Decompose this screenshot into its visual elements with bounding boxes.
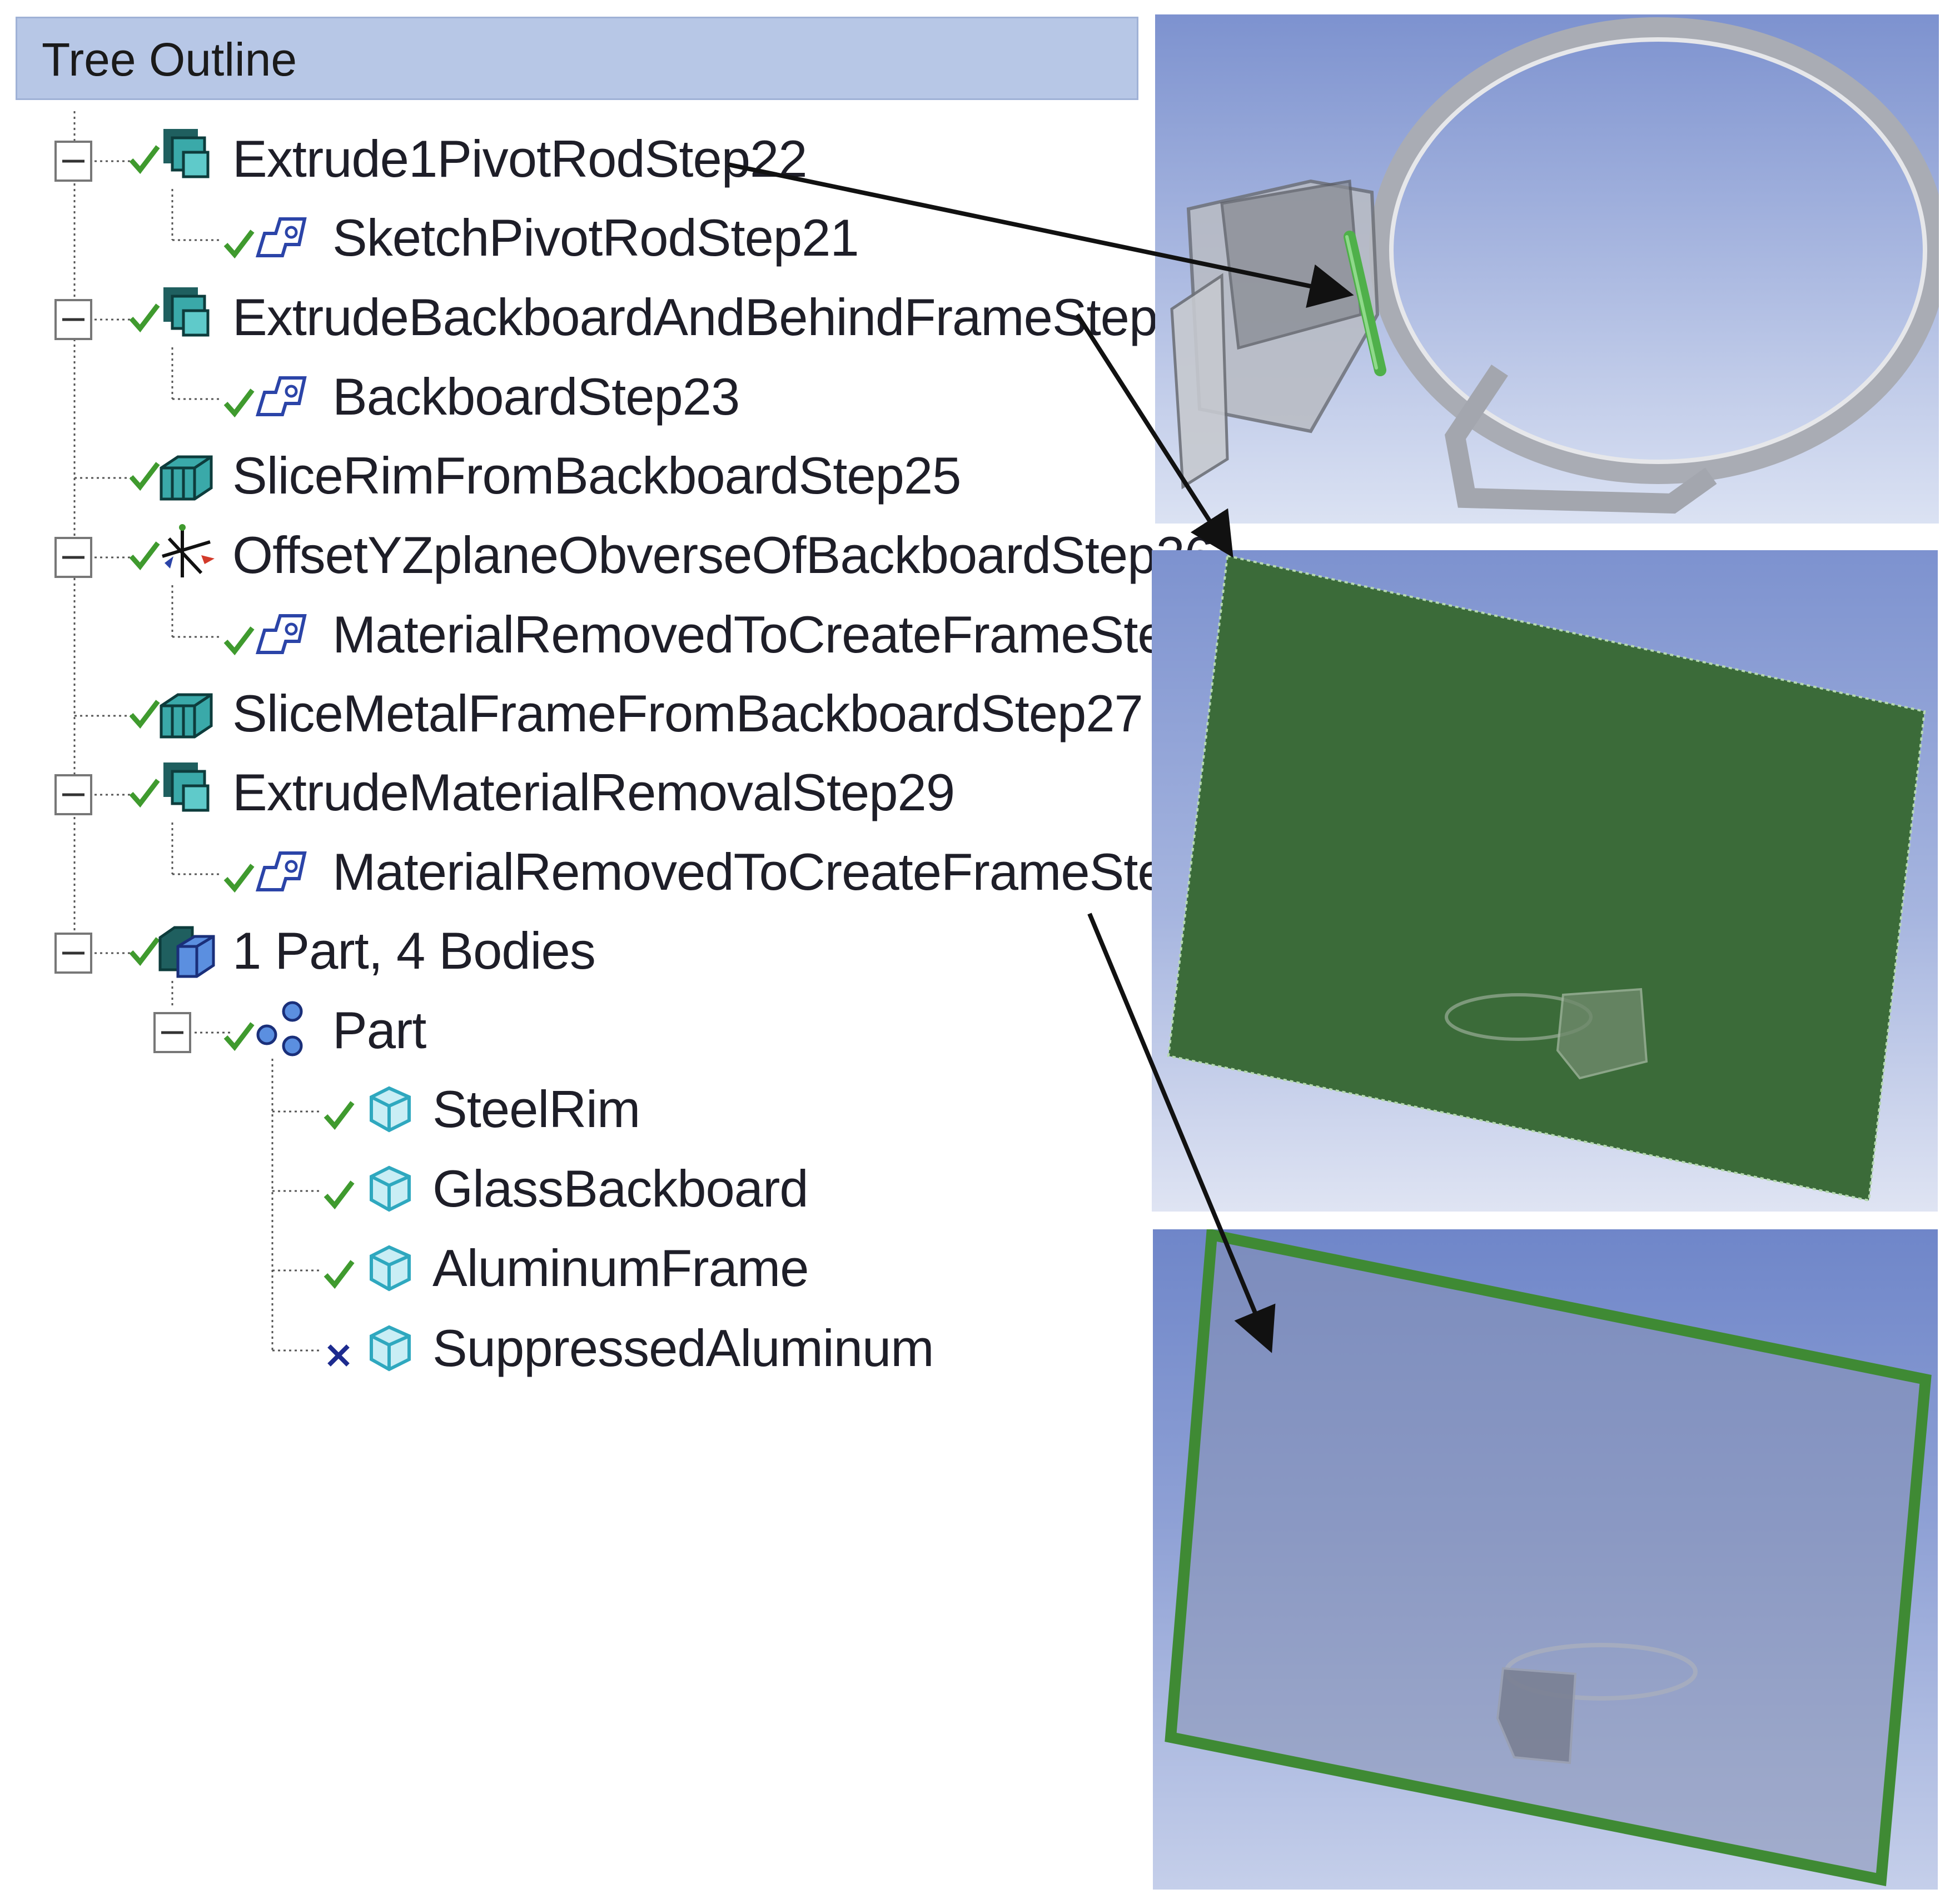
tree-item-label: Extrude1PivotRodStep22	[232, 129, 808, 188]
tree-item-suppressed-aluminum[interactable]: SuppressedAluminum	[322, 1315, 934, 1382]
tree-item-label: GlassBackboard	[432, 1159, 809, 1218]
tree-item-part[interactable]: Part	[222, 997, 556, 1064]
tree-item-label: AluminumFrame	[432, 1239, 809, 1297]
check-icon	[223, 864, 255, 893]
tree-connector-lines	[54, 111, 322, 1352]
tree-item-label: SliceMetalFrameFromBackboardStep27	[232, 684, 1143, 742]
body-icon	[370, 1325, 411, 1372]
tree-item-label: ExtrudeBackboardAndBehindFrameStep24	[232, 288, 1215, 346]
tree-item-extrude1-pivot-rod[interactable]: Extrude1PivotRodStep22	[122, 126, 808, 192]
frame-viewport[interactable]	[1153, 1229, 1938, 1890]
aluminum-frame-model	[1165, 1229, 1932, 1886]
slice-icon	[160, 693, 213, 739]
slice-icon	[160, 455, 213, 501]
rim-pivot-rod-model	[1170, 17, 1939, 514]
parts-bodies-icon	[158, 926, 215, 978]
check-icon	[129, 937, 160, 966]
tree-item-backboard-sketch[interactable]: BackboardStep23	[222, 363, 778, 430]
sketch-icon	[255, 376, 307, 416]
tree-item-label: MaterialRemovedToCreateFrameStep28	[332, 843, 1252, 901]
tree-outline-panel: Tree Outline	[16, 17, 1252, 1382]
check-icon	[223, 626, 255, 656]
body-icon	[370, 1165, 411, 1212]
extrude-icon	[163, 762, 210, 812]
tree-item-steel-rim[interactable]: SteelRim	[322, 1076, 823, 1143]
tree-item-aluminum-frame[interactable]: AluminumFrame	[322, 1235, 823, 1302]
check-icon	[223, 388, 255, 418]
plane-axes-icon	[162, 524, 215, 577]
check-icon	[324, 1260, 355, 1289]
tree-item-material-removed-1[interactable]: MaterialRemovedToCreateFrameStep28	[222, 601, 1252, 668]
tree-item-parts-bodies[interactable]: 1 Part, 4 Bodies	[122, 918, 678, 984]
extrude-icon	[163, 287, 210, 337]
check-icon	[324, 1101, 355, 1130]
tree-item-slice-rim[interactable]: SliceRimFromBackboardStep25	[122, 442, 961, 509]
glass-backboard-model	[1167, 554, 1926, 1202]
tree-item-label: SliceRimFromBackboardStep25	[232, 446, 961, 505]
tree-item-label: ExtrudeMaterialRemovalStep29	[232, 763, 955, 821]
check-icon	[129, 303, 160, 333]
tree-item-label: SteelRim	[432, 1080, 640, 1138]
tree-outline-header: Tree Outline	[16, 17, 1138, 100]
tree-item-glass-backboard[interactable]: GlassBackboard	[322, 1155, 823, 1222]
tree-item-label: SketchPivotRodStep21	[332, 208, 859, 267]
sketch-icon	[255, 614, 307, 654]
tree-item-label: Part	[332, 1001, 426, 1059]
sketch-icon	[255, 217, 307, 257]
extrude-icon	[163, 129, 210, 178]
tree-item-sketch-pivot-rod[interactable]: SketchPivotRodStep21	[222, 205, 859, 271]
check-icon	[129, 145, 160, 175]
suppressed-x-icon	[327, 1344, 350, 1367]
tree-item-label: 1 Part, 4 Bodies	[232, 921, 596, 980]
tree-item-label: SuppressedAluminum	[432, 1319, 934, 1377]
tree-item-extrude-material-removal[interactable]: ExtrudeMaterialRemovalStep29	[122, 759, 955, 826]
body-icon	[370, 1086, 411, 1133]
check-icon	[129, 700, 160, 729]
check-icon	[129, 541, 160, 571]
tree-outline-title: Tree Outline	[42, 33, 297, 86]
backboard-viewport[interactable]	[1152, 550, 1938, 1212]
check-icon	[129, 779, 160, 808]
check-icon	[223, 230, 255, 259]
check-icon	[129, 462, 160, 491]
tree-item-label: BackboardStep23	[332, 367, 740, 426]
tree-item-extrude-backboard[interactable]: ExtrudeBackboardAndBehindFrameStep24	[122, 284, 1215, 351]
tree-item-slice-metal-frame[interactable]: SliceMetalFrameFromBackboardStep27	[122, 680, 1143, 747]
tree-item-label: OffsetYZplaneObverseOfBackboardStep26	[232, 526, 1213, 584]
part-icon	[256, 1001, 303, 1056]
tree-item-offset-yz-plane[interactable]: OffsetYZplaneObverseOfBackboardStep26	[122, 522, 1213, 589]
check-icon	[324, 1180, 355, 1210]
check-icon	[223, 1022, 255, 1051]
tree-item-label: MaterialRemovedToCreateFrameStep28	[332, 605, 1252, 664]
tree-item-material-removed-2[interactable]: MaterialRemovedToCreateFrameStep28	[222, 839, 1252, 905]
pivot-rod-viewport[interactable]	[1155, 14, 1939, 524]
sketch-icon	[255, 851, 307, 891]
body-icon	[370, 1245, 411, 1292]
